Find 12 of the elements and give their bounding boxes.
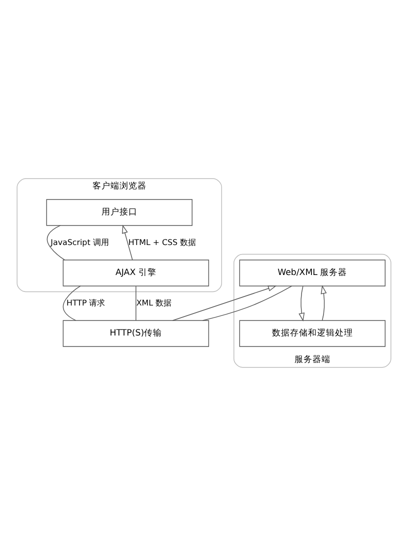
arrow: [298, 286, 305, 322]
node-box: 用户接口: [46, 199, 192, 226]
connector: [202, 286, 292, 321]
connector: [46, 225, 66, 260]
node-box: HTTP(S)传输: [62, 320, 210, 347]
node-box: Web/XML 服务器: [239, 260, 386, 286]
connector: [62, 286, 81, 321]
node-box: 数据存储和逻辑处理: [239, 320, 386, 347]
arrow: [122, 224, 133, 260]
arrow: [320, 285, 327, 321]
node-box: AJAX 引擎: [62, 260, 210, 286]
arrow: [172, 286, 277, 321]
